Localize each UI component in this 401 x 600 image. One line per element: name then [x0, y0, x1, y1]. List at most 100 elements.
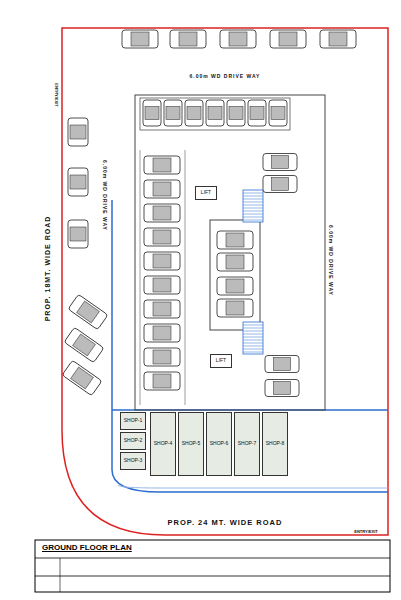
car-body	[164, 100, 182, 126]
car-window	[153, 254, 171, 268]
car-body	[144, 180, 180, 198]
car-window	[272, 156, 289, 169]
car-symbol	[248, 100, 266, 126]
node-label: SHOP-1	[124, 418, 143, 424]
car-body	[248, 100, 266, 126]
car-window	[153, 302, 171, 316]
car-window	[279, 32, 297, 46]
title-frame	[35, 540, 390, 592]
car-body	[270, 30, 306, 48]
car-symbol	[68, 168, 88, 196]
car-symbol	[270, 30, 306, 48]
car-window	[329, 32, 347, 46]
car-body	[144, 300, 180, 318]
car-body	[269, 100, 287, 126]
shop-unit: SHOP-2	[120, 432, 146, 450]
car-body	[144, 252, 180, 270]
stair-tread	[243, 352, 263, 353]
car-body	[64, 327, 104, 362]
car-body	[320, 30, 356, 48]
car-body	[144, 156, 180, 174]
car-body	[62, 360, 102, 395]
car-symbol	[170, 30, 206, 48]
car-body	[143, 100, 161, 126]
car-body	[122, 30, 158, 48]
car-body	[68, 168, 88, 196]
car-body	[144, 204, 180, 222]
stair-tread	[243, 202, 263, 203]
car-window	[73, 334, 96, 356]
car-window	[166, 107, 180, 120]
car-window	[179, 32, 197, 46]
car-symbol	[122, 30, 158, 48]
car-body	[217, 299, 253, 317]
stair-tread	[243, 208, 263, 209]
car-window	[229, 107, 243, 120]
car-symbol	[185, 100, 203, 126]
lift-box: LIFT	[210, 354, 232, 368]
stair-tread	[243, 214, 263, 215]
car-window	[153, 206, 171, 220]
car-symbol	[68, 118, 88, 146]
stair-tread	[243, 346, 263, 347]
car-window	[70, 227, 86, 241]
stair-tread	[243, 211, 263, 212]
car-symbol	[68, 220, 88, 248]
node-label: SHOP-4	[154, 441, 173, 447]
car-body	[263, 176, 297, 193]
car-window	[153, 230, 171, 244]
car-symbol	[320, 30, 356, 48]
car-window	[272, 178, 289, 191]
car-window	[187, 107, 201, 120]
shop-unit: SHOP-6	[206, 412, 232, 476]
car-body	[263, 154, 297, 171]
shop-boundary	[112, 200, 388, 492]
title-rule	[35, 558, 390, 559]
car-window	[271, 107, 285, 120]
car-symbol	[269, 100, 287, 126]
car-window	[226, 279, 244, 293]
road-label: PROP. 18MT. WIDE ROAD	[45, 215, 52, 321]
car-symbol	[217, 231, 253, 249]
stair-tread	[243, 343, 263, 344]
car-symbol	[68, 294, 108, 329]
car-body	[217, 277, 253, 295]
car-symbol	[144, 324, 180, 342]
node-label: SHOP-3	[124, 458, 143, 464]
car-window	[71, 367, 94, 389]
shop-unit: SHOP-5	[178, 412, 204, 476]
driveway-label: 6.00m WD DRIVE WAY	[327, 225, 332, 296]
car-body	[144, 324, 180, 342]
stair-tread	[243, 331, 263, 332]
car-window	[274, 382, 291, 395]
node-label: SHOP-2	[124, 438, 143, 444]
car-body	[227, 100, 245, 126]
car-body	[217, 231, 253, 249]
car-window	[226, 301, 244, 315]
car-window	[131, 32, 149, 46]
car-symbol	[144, 180, 180, 198]
shop-unit: SHOP-3	[120, 452, 146, 470]
car-symbol	[143, 100, 161, 126]
plot-boundary	[62, 28, 388, 535]
car-window	[208, 107, 222, 120]
car-body	[68, 118, 88, 146]
node-label: SHOP-8	[266, 441, 285, 447]
car-window	[153, 374, 171, 388]
node-label: SHOP-6	[210, 441, 229, 447]
car-window	[70, 125, 86, 139]
car-window	[153, 326, 171, 340]
car-symbol	[220, 30, 256, 48]
car-window	[153, 158, 171, 172]
car-symbol	[144, 156, 180, 174]
car-body	[206, 100, 224, 126]
core-outline	[210, 220, 260, 330]
car-body	[144, 276, 180, 294]
car-window	[77, 301, 100, 323]
car-symbol	[144, 276, 180, 294]
car-window	[274, 358, 291, 371]
staircase	[243, 190, 263, 222]
car-body	[265, 380, 299, 397]
car-window	[70, 175, 86, 189]
